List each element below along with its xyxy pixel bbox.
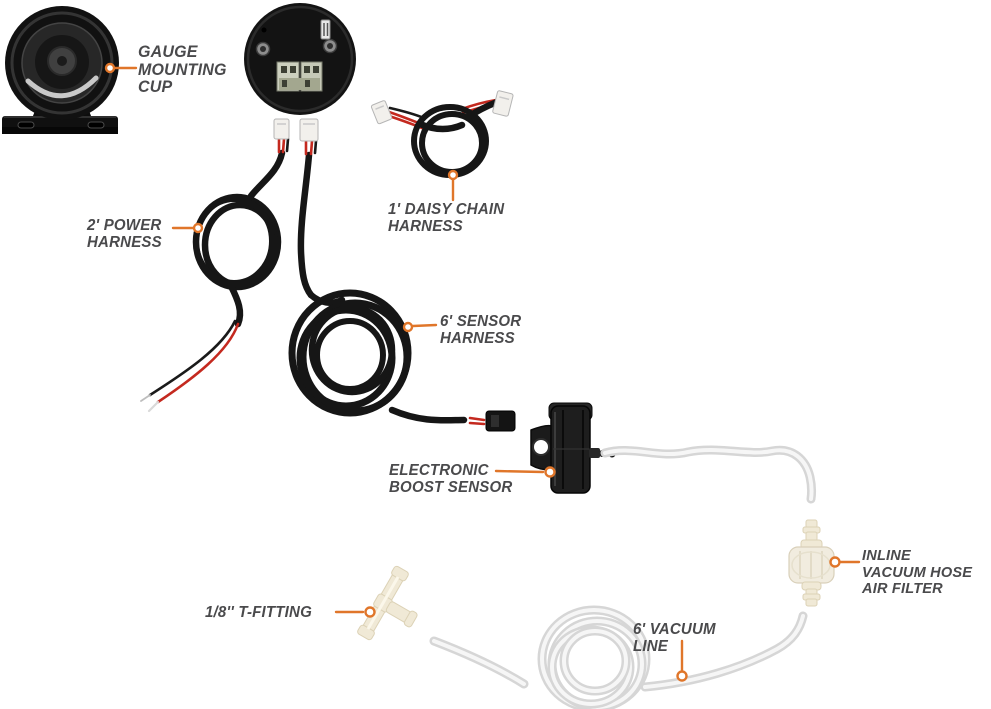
daisy-plug-right bbox=[492, 90, 514, 117]
gauge-vent-hole bbox=[261, 27, 267, 33]
t-fitting-icon bbox=[357, 565, 418, 641]
mounting-hole bbox=[532, 438, 550, 456]
label-air-filter: INLINE VACUUM HOSE AIR FILTER bbox=[862, 547, 973, 598]
sensor-harness-icon bbox=[288, 289, 516, 432]
gauge-mounting-cup-icon bbox=[2, 6, 119, 134]
label-gauge-mounting-cup: GAUGE MOUNTING CUP bbox=[138, 43, 227, 97]
leader-sensor-harness bbox=[402, 321, 438, 333]
power-plug-left bbox=[273, 118, 290, 140]
label-daisy-chain-harness: 1' DAISY CHAIN HARNESS bbox=[388, 201, 504, 235]
power-cable-sleeve bbox=[227, 282, 244, 328]
label-line: VACUUM HOSE bbox=[862, 563, 973, 581]
label-line: 6' VACUUM bbox=[633, 621, 716, 638]
power-coil-loop bbox=[193, 196, 275, 286]
label-t-fitting: 1/8'' T-FITTING bbox=[205, 604, 312, 621]
sensor-coil-loop bbox=[308, 304, 396, 396]
cup-hub-center bbox=[57, 56, 67, 66]
red-wire-strand bbox=[147, 400, 160, 413]
cup-reflection bbox=[25, 75, 99, 99]
gauge-to-sensor-cable bbox=[297, 151, 315, 299]
label-line: 1' DAISY CHAIN bbox=[388, 201, 505, 218]
sensor-coil-loop bbox=[314, 318, 386, 392]
label-line: HARNESS bbox=[87, 234, 162, 251]
filter-element-hint bbox=[791, 551, 831, 579]
power-red-wire bbox=[156, 322, 240, 404]
base-slot-right bbox=[87, 121, 105, 129]
vacuum-coil-loop bbox=[562, 629, 628, 693]
label-line: 2' POWER bbox=[87, 217, 162, 234]
barb-fitting bbox=[589, 448, 600, 458]
vacuum-line-icon bbox=[429, 605, 808, 709]
sensor-red-wire bbox=[468, 421, 486, 426]
plug2-red bbox=[309, 139, 314, 156]
boost-sensor-icon bbox=[530, 402, 616, 494]
leader-daisy-chain bbox=[447, 169, 459, 202]
black-wire-strand bbox=[140, 394, 151, 402]
cup-rim-highlight bbox=[10, 11, 114, 115]
label-vacuum-line: 6' VACUUM LINE bbox=[633, 621, 716, 655]
leader-air-filter bbox=[829, 556, 861, 568]
connector-detail bbox=[491, 415, 499, 427]
gauge-body bbox=[244, 3, 356, 115]
label-line: HARNESS bbox=[440, 330, 515, 347]
power-black-wire bbox=[148, 319, 237, 397]
label-line: CUP bbox=[138, 78, 173, 96]
gauge-rim bbox=[246, 5, 354, 113]
label-line: AIR FILTER bbox=[862, 580, 943, 597]
sensor-cable-entry bbox=[307, 291, 346, 306]
power-plug-right bbox=[299, 118, 319, 142]
sensor-harness-connector bbox=[485, 410, 516, 432]
label-boost-sensor: ELECTRONIC BOOST SENSOR bbox=[389, 462, 512, 496]
daisy-chain-harness-icon bbox=[370, 90, 514, 178]
label-line: 6' SENSOR bbox=[440, 313, 522, 330]
daisy-coil-loop bbox=[419, 111, 485, 175]
daisy-cable bbox=[416, 120, 466, 133]
leader-boost-sensor bbox=[494, 466, 556, 478]
base-slot-left bbox=[17, 121, 35, 129]
gauge-connector-block bbox=[276, 61, 323, 92]
t-fitting-highlight bbox=[366, 576, 400, 630]
screw-right-center bbox=[327, 43, 333, 49]
leader-vacuum-line bbox=[676, 639, 688, 682]
label-line: HARNESS bbox=[388, 218, 463, 235]
label-line: MOUNTING bbox=[138, 60, 227, 79]
label-sensor-harness: 6' SENSOR HARNESS bbox=[440, 313, 521, 347]
callout-leaders bbox=[104, 62, 861, 682]
filter-bottom-barb bbox=[805, 598, 818, 607]
label-power-harness: 2' POWER HARNESS bbox=[87, 217, 162, 251]
program-slot bbox=[320, 19, 331, 40]
label-line: GAUGE bbox=[138, 43, 198, 61]
sensor-cable-exit bbox=[388, 406, 468, 424]
t-fitting-barb-end bbox=[403, 610, 418, 628]
screw-left-center bbox=[260, 46, 266, 52]
leader-gauge-mounting-cup bbox=[104, 62, 138, 74]
label-line: ELECTRONIC bbox=[389, 462, 489, 479]
leader-t-fitting bbox=[334, 606, 376, 618]
gauge-back-icon bbox=[244, 3, 356, 115]
plug1-black bbox=[285, 137, 290, 153]
label-line: 1/8'' T-FITTING bbox=[205, 604, 312, 621]
label-line: INLINE bbox=[862, 547, 911, 564]
leader-power-harness bbox=[171, 222, 204, 234]
sensor-red-wire bbox=[468, 416, 486, 422]
label-line: LINE bbox=[633, 638, 669, 655]
power-harness-icon bbox=[140, 118, 319, 413]
plug1-red bbox=[281, 137, 286, 154]
vacuum-tube-upper bbox=[600, 445, 817, 504]
cup-base-front bbox=[2, 127, 118, 134]
power-cable-upper bbox=[247, 149, 286, 200]
label-line: BOOST SENSOR bbox=[389, 479, 513, 496]
air-filter-icon bbox=[788, 519, 835, 607]
daisy-plug-left bbox=[370, 100, 393, 125]
plug2-black bbox=[313, 139, 318, 155]
